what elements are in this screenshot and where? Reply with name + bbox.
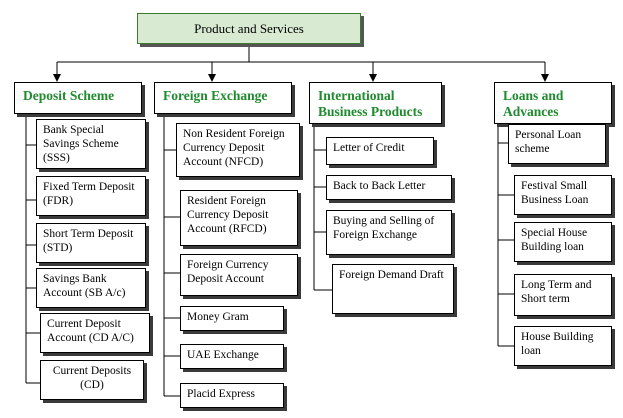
node-item: Buying and Selling of Foreign Exchange: [326, 210, 452, 255]
node-label: Money Gram: [187, 311, 249, 323]
node-label: Foreign Demand Draft: [339, 269, 444, 281]
node-label: Resident Foreign Currency Deposit Accoun…: [187, 195, 269, 235]
node-label: Personal Loan scheme: [515, 129, 582, 155]
node-item: Current Deposits (CD): [40, 360, 144, 400]
node-label: Long Term and Short term: [521, 279, 592, 305]
node-item: Resident Foreign Currency Deposit Accoun…: [180, 190, 298, 246]
node-label: Letter of Credit: [333, 142, 405, 154]
node-item: Foreign Demand Draft: [332, 264, 454, 314]
node-item: Placid Express: [180, 383, 284, 408]
node-item: Special House Building loan: [514, 222, 612, 262]
node-item: Long Term and Short term: [514, 274, 612, 316]
node-item: Short Term Deposit (STD): [36, 223, 146, 263]
node-label: House Building loan: [521, 331, 594, 357]
node-item: Letter of Credit: [326, 137, 434, 165]
node-label: Current Deposits (CD): [52, 365, 132, 391]
node-label: Back to Back Letter: [333, 180, 426, 192]
node-label: Special House Building loan: [521, 227, 588, 253]
heading-label: Foreign Exchange: [163, 88, 268, 103]
heading-loans-and-advances: Loans and Advances: [494, 82, 612, 124]
node-label: Placid Express: [187, 388, 256, 400]
node-label: UAE Exchange: [187, 349, 259, 361]
node-item: Back to Back Letter: [326, 175, 452, 200]
node-label: Current Deposit Account (CD A/C): [47, 318, 134, 344]
heading-international-business-products: International Business Products: [309, 82, 442, 124]
heading-label: Loans and Advances: [503, 88, 564, 119]
node-item: Bank Special Savings Scheme (SSS): [36, 119, 146, 169]
heading-label: Deposit Scheme: [23, 88, 115, 103]
node-label: Savings Bank Account (SB A/c): [43, 273, 126, 299]
node-item: Foreign Currency Deposit Account: [180, 254, 298, 296]
node-item: Fixed Term Deposit (FDR): [36, 176, 146, 216]
root-label: Product and Services: [194, 21, 304, 36]
node-label: Non Resident Foreign Currency Deposit Ac…: [183, 128, 285, 168]
heading-deposit-scheme: Deposit Scheme: [14, 82, 142, 114]
node-item: Current Deposit Account (CD A/C): [40, 313, 150, 353]
node-item: Savings Bank Account (SB A/c): [36, 268, 146, 308]
node-item: Festival Small Business Loan: [514, 175, 612, 215]
heading-label: International Business Products: [318, 88, 423, 119]
heading-foreign-exchange: Foreign Exchange: [154, 82, 292, 114]
node-label: Short Term Deposit (STD): [43, 228, 134, 254]
node-item: Money Gram: [180, 306, 284, 331]
node-label: Foreign Currency Deposit Account: [187, 259, 269, 285]
node-label: Fixed Term Deposit (FDR): [43, 181, 135, 207]
node-item: House Building loan: [514, 326, 612, 366]
node-label: Bank Special Savings Scheme (SSS): [43, 124, 119, 164]
node-item: Non Resident Foreign Currency Deposit Ac…: [176, 123, 300, 177]
node-label: Buying and Selling of Foreign Exchange: [333, 215, 435, 241]
root-node: Product and Services: [137, 13, 361, 44]
node-item: UAE Exchange: [180, 344, 284, 369]
node-label: Festival Small Business Loan: [521, 180, 589, 206]
node-item: Personal Loan scheme: [508, 124, 606, 164]
